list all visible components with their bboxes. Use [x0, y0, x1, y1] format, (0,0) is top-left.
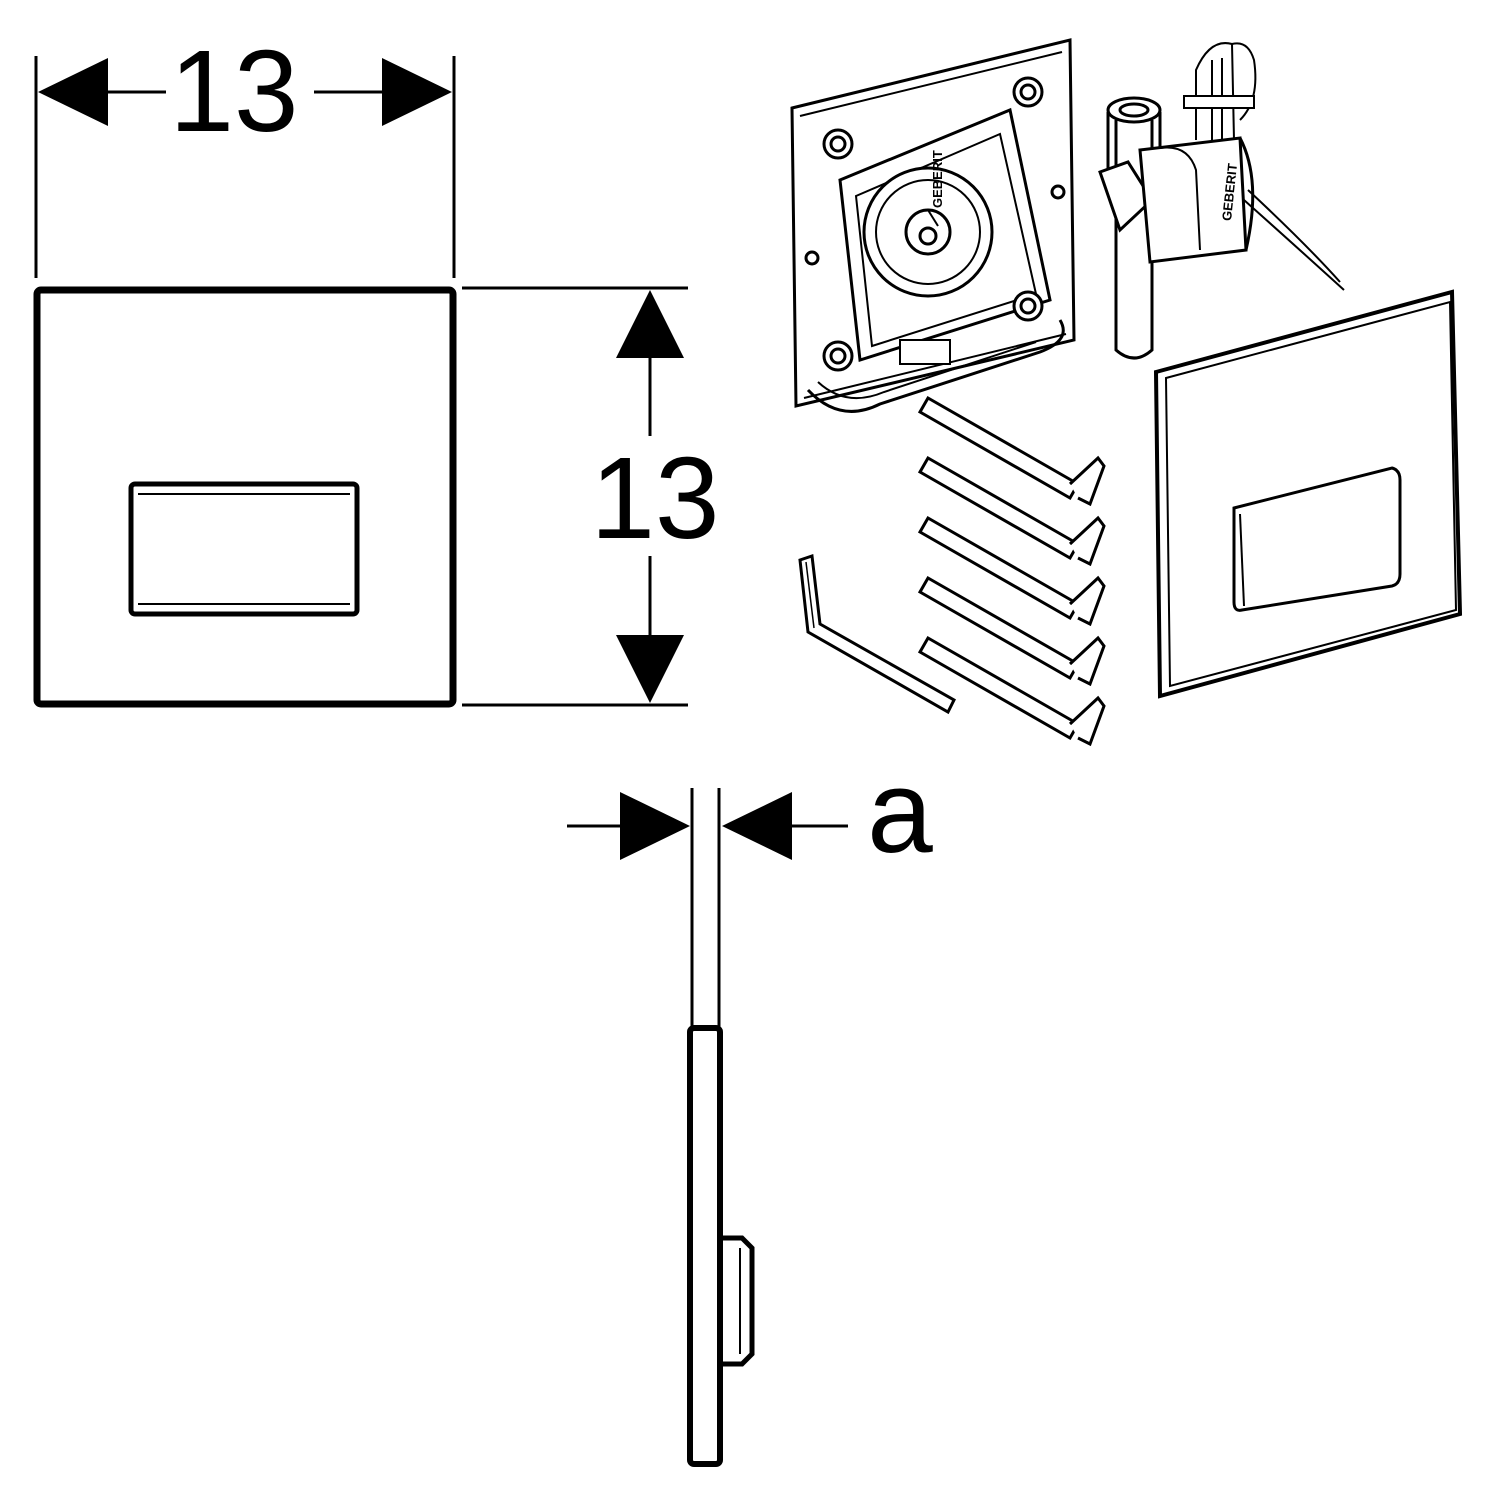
- solenoid-valve: GEBERIT: [1098, 42, 1345, 360]
- flush-plate-perspective: [1153, 289, 1463, 699]
- mounting-frame: GEBERIT: [790, 38, 1076, 413]
- fixing-screws: [917, 395, 1106, 747]
- front-view: 13 13: [33, 26, 720, 708]
- arrow-up-icon: [616, 290, 684, 358]
- components-set: GEBERIT GEBERIT: [790, 38, 1463, 747]
- arrow-left-icon: [38, 58, 108, 126]
- arrow-down-icon: [616, 635, 684, 703]
- screw: [917, 455, 1106, 567]
- screw: [917, 515, 1106, 627]
- arrow-left-icon: [722, 792, 792, 860]
- hex-key: [798, 553, 956, 715]
- arrow-right-icon: [382, 58, 452, 126]
- brand-logo-valve: GEBERIT: [1219, 163, 1240, 222]
- screw: [917, 395, 1106, 507]
- flush-button-profile: [720, 1235, 755, 1367]
- width-dimension: 13: [38, 26, 452, 156]
- brand-logo-frame: GEBERIT: [930, 150, 945, 208]
- flush-button-front: [128, 481, 360, 617]
- height-dimension: 13: [590, 290, 720, 703]
- flush-plate-profile: [687, 1025, 723, 1467]
- side-view: a: [567, 746, 933, 1467]
- screw: [917, 635, 1106, 747]
- flush-plate-front: [33, 286, 457, 708]
- width-label: 13: [169, 26, 298, 156]
- screw: [917, 575, 1106, 687]
- thickness-label: a: [867, 746, 933, 878]
- height-label: 13: [590, 433, 719, 563]
- arrow-right-icon: [620, 792, 690, 860]
- thickness-dimension: a: [567, 746, 933, 878]
